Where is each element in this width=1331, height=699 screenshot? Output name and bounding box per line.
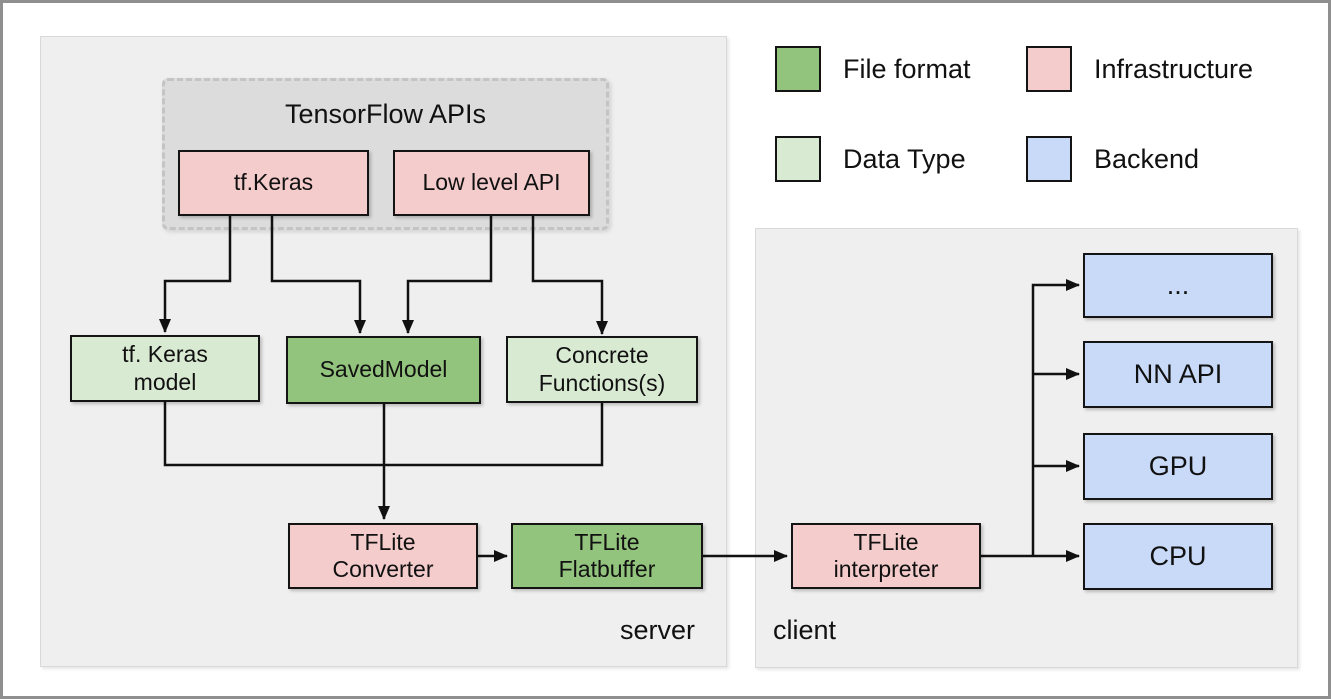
node-label-line1: TFLite <box>853 528 919 555</box>
node-label-line2: Functions(s) <box>538 369 666 396</box>
node-label-line2: Flatbuffer <box>558 556 656 582</box>
node-label: Low level API <box>422 169 561 196</box>
node-tf-keras: tf.Keras <box>178 150 369 216</box>
node-tflite-interpreter: TFLite interpreter <box>791 523 981 589</box>
node-label: SavedModel <box>319 356 448 383</box>
node-backend-cpu: CPU <box>1083 523 1273 590</box>
legend-label: Data Type <box>843 143 966 174</box>
backend-swatch <box>1026 136 1072 182</box>
server-zone-label: server <box>619 615 695 645</box>
node-tflite-flatbuffer: TFLite Flatbuffer <box>511 523 703 589</box>
node-tf-keras-model: tf. Keras model <box>70 335 260 402</box>
legend-item-data-type: Data Type <box>775 136 966 182</box>
node-backend-more: ... <box>1083 253 1273 318</box>
node-label-line2: Converter <box>332 556 434 582</box>
node-label-line1: tf. Keras <box>122 341 208 368</box>
legend-label: Infrastructure <box>1094 53 1254 84</box>
node-saved-model: SavedModel <box>286 336 481 404</box>
node-backend-gpu: GPU <box>1083 433 1273 500</box>
legend-item-infrastructure: Infrastructure <box>1026 46 1253 92</box>
legend-item-backend: Backend <box>1026 136 1199 182</box>
client-zone-label: client <box>773 615 837 645</box>
infrastructure-swatch <box>1026 46 1072 92</box>
node-label: CPU <box>1149 540 1207 571</box>
tensorflow-apis-title: TensorFlow APIs <box>284 99 487 129</box>
node-label: GPU <box>1148 450 1208 481</box>
node-concrete-functions: Concrete Functions(s) <box>506 336 698 403</box>
file-format-swatch <box>775 46 821 92</box>
legend-item-file-format: File format <box>775 46 971 92</box>
legend-label: Backend <box>1094 143 1200 174</box>
data-type-swatch <box>775 136 821 182</box>
node-label-line1: Concrete <box>555 342 649 369</box>
node-label-line1: TFLite <box>350 528 416 555</box>
node-label-line2: model <box>133 368 197 395</box>
node-backend-nn-api: NN API <box>1083 341 1273 408</box>
node-label-line1: TFLite <box>574 528 640 555</box>
node-label: NN API <box>1133 358 1223 389</box>
node-low-level-api: Low level API <box>393 150 590 216</box>
node-label-line2: interpreter <box>833 556 939 582</box>
node-label: ... <box>1166 269 1190 300</box>
node-tflite-converter: TFLite Converter <box>288 523 478 589</box>
legend-label: File format <box>843 53 971 84</box>
node-label: tf.Keras <box>233 169 314 196</box>
